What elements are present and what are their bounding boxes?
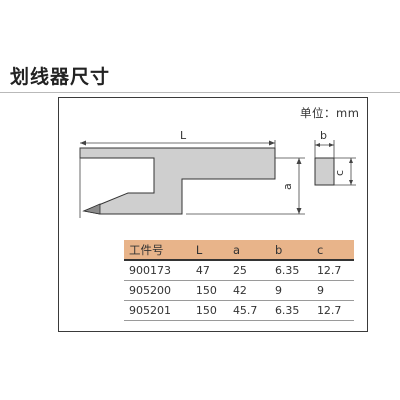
dimension-arrows-b	[315, 143, 334, 147]
section-title: 划线器尺寸	[10, 66, 111, 88]
cell-c: 9	[311, 280, 354, 301]
scriber-tip	[82, 203, 101, 215]
cell-part-number: 905201	[124, 300, 191, 321]
cell-L: 47	[190, 259, 228, 281]
header-a: a	[227, 240, 270, 260]
cell-L: 150	[190, 280, 228, 301]
cell-a: 45.7	[227, 300, 270, 321]
cell-c: 12.7	[311, 259, 354, 281]
header-L: L	[190, 240, 228, 260]
header-part-number: 工件号	[124, 240, 191, 260]
cell-b: 6.35	[269, 259, 312, 281]
table-row: 900173 47 25 6.35 12.7	[124, 259, 354, 281]
dimension-table: 工件号 L a b c 900173 47 25 6.35 12.7 90520…	[124, 240, 354, 321]
cell-c: 12.7	[311, 300, 354, 321]
header-c: c	[311, 240, 354, 260]
cell-b: 6.35	[269, 300, 312, 321]
table-row: 905200 150 42 9 9	[124, 280, 354, 301]
title-divider	[0, 92, 400, 93]
dim-label-b: b	[320, 129, 327, 142]
scriber-part	[79, 147, 276, 215]
dim-label-L: L	[180, 129, 187, 142]
unit-value: mm	[336, 106, 360, 120]
cell-a: 25	[227, 259, 270, 281]
cross-section	[314, 157, 335, 186]
cell-L: 150	[190, 300, 228, 321]
cell-a: 42	[227, 280, 270, 301]
table-header-row: 工件号 L a b c	[124, 240, 354, 260]
dimension-arrows-a	[296, 158, 302, 214]
header-b: b	[269, 240, 312, 260]
dim-label-a: a	[281, 183, 294, 190]
table-row: 905201 150 45.7 6.35 12.7	[124, 300, 354, 321]
unit-caption: 单位：	[300, 106, 336, 120]
dim-label-c: c	[333, 170, 346, 176]
cell-part-number: 900173	[124, 259, 191, 281]
unit-label: 单位：mm	[300, 105, 359, 121]
cell-part-number: 905200	[124, 280, 191, 301]
cell-b: 9	[269, 280, 312, 301]
